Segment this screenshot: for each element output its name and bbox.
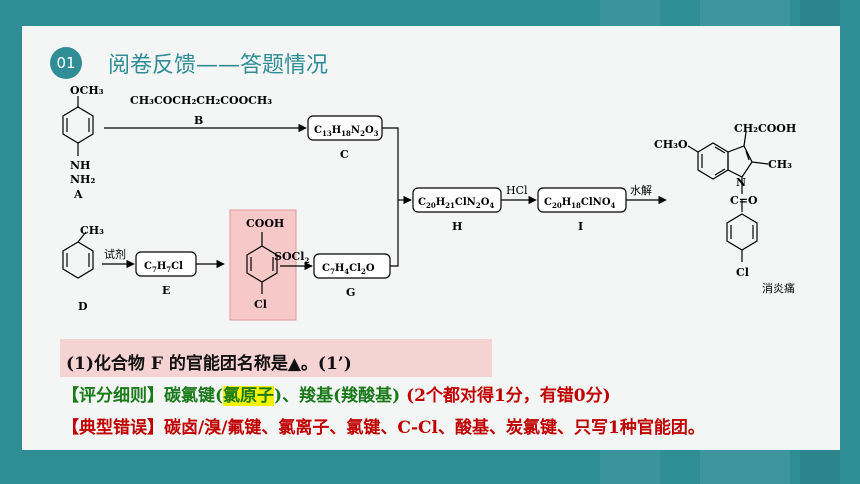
- question-suffix: 。(1’): [300, 354, 352, 374]
- label-d: D: [78, 300, 88, 313]
- label-i: I: [578, 220, 583, 233]
- question-highlight-box: [60, 339, 492, 377]
- scoring-rules: 【评分细则】碳氯键(氯原子)、羧基(羧酸基) (2个都对得1分，有错0分): [62, 381, 611, 406]
- label-a: A: [73, 188, 83, 201]
- section-number-badge: 01: [50, 47, 82, 79]
- scoring-note: (2个都对得1分，有错0分): [406, 386, 611, 406]
- product-ch3: CH₃: [768, 158, 792, 171]
- compound-a-och3: OCH₃: [70, 84, 104, 97]
- compound-g-box: [313, 253, 391, 279]
- answer-blank: ▲: [287, 354, 301, 374]
- connector-c-to-h: [382, 127, 399, 200]
- label-e: E: [162, 284, 170, 297]
- reagent-hcl: HCl: [506, 184, 528, 197]
- compound-f-highlight: [229, 209, 297, 321]
- product-n: N: [736, 176, 746, 189]
- connector-g-to-h: [390, 200, 399, 267]
- label-g: G: [346, 286, 355, 299]
- compound-a-nh: NH: [70, 159, 90, 172]
- question-text: (1)化合物 F 的官能团名称是▲。(1’): [66, 349, 352, 374]
- compound-a-structure: [62, 96, 94, 156]
- reagent-socl2: SOCl2: [274, 250, 309, 265]
- reagent-hydrolysis: 水解: [630, 183, 652, 197]
- question-prefix: (1)化合物 F 的官能团名称是: [66, 354, 288, 374]
- slide-panel: [22, 26, 840, 450]
- product-name: 消炎痛: [762, 281, 795, 295]
- label-c: C: [340, 148, 349, 161]
- compound-d-methyl: CH₃: [80, 224, 104, 237]
- compound-h-formula: C20H21ClN2O4: [418, 197, 494, 210]
- compound-d-structure: [62, 231, 94, 279]
- compound-a-nh2: NH₂: [70, 173, 95, 186]
- label-h: H: [452, 220, 462, 233]
- product-structure: [687, 131, 769, 262]
- compound-f-cooh: COOH: [246, 217, 284, 230]
- product-cl: Cl: [736, 266, 749, 279]
- compound-c-formula: C13H18N2O3: [314, 125, 379, 138]
- compound-i-formula: C20H18ClNO4: [544, 197, 616, 210]
- page-title: 阅卷反馈——答题情况: [108, 53, 329, 78]
- compound-f-structure: [246, 232, 278, 294]
- product-och3: CH₃O: [654, 138, 688, 151]
- scoring-middle: )、羧基(羧酸基): [274, 386, 407, 406]
- scoring-prefix: 【评分细则】碳氯键(: [62, 386, 224, 406]
- product-co: C=O: [730, 194, 758, 207]
- label-b: B: [194, 114, 203, 127]
- compound-f-cl: Cl: [254, 298, 267, 311]
- typical-errors: 【典型错误】碳卤/溴/氟键、氯离子、氯键、C-Cl、酸基、炭氯键、只写1种官能团…: [62, 418, 705, 438]
- reaction-scheme: OCH₃ NH NH₂ A CH₃COCH₂CH₂COOCH₃ B C13H18…: [62, 84, 796, 321]
- reagent-top: CH₃COCH₂CH₂COOCH₃: [130, 94, 272, 107]
- compound-g-formula: C7H4Cl2O: [322, 263, 375, 276]
- compound-e-formula: C7H7Cl: [144, 261, 183, 274]
- reagent-shiji: 试剂: [104, 247, 126, 261]
- scoring-highlight: 氯原子: [223, 386, 275, 406]
- product-ch2cooh: CH₂COOH: [734, 122, 796, 135]
